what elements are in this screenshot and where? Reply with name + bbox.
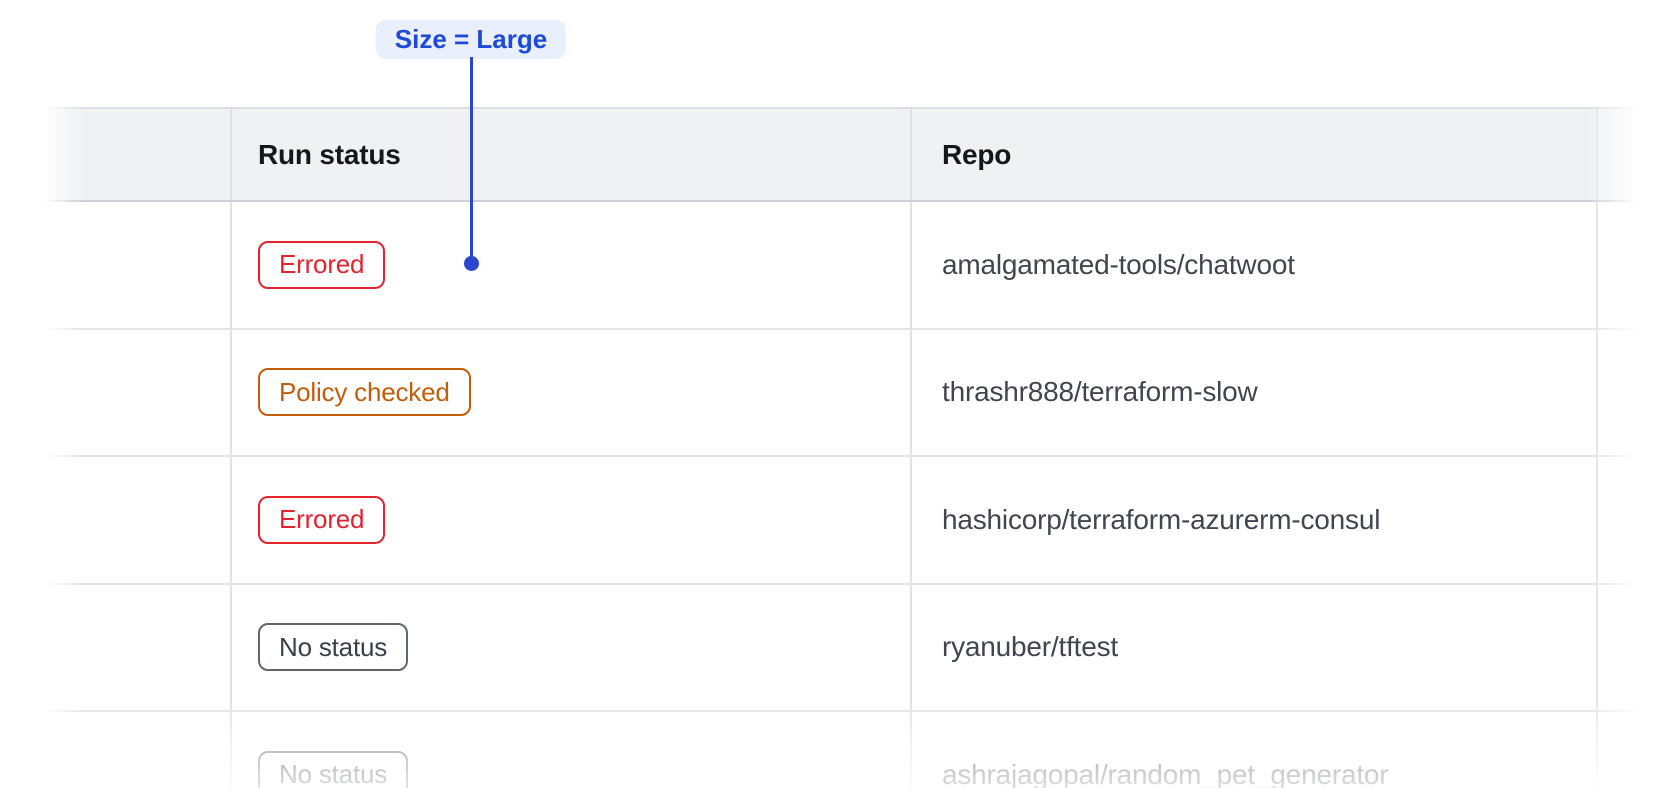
repo-cell: ashrajagopal/random_pet_generator bbox=[912, 712, 1598, 788]
run-status-badge: Errored bbox=[258, 240, 386, 289]
run-status-column-label: Run status bbox=[258, 138, 401, 170]
repo-cell: amalgamated-tools/chatwoot bbox=[912, 202, 1598, 328]
run-status-cell: No status bbox=[232, 712, 912, 788]
blank-cell bbox=[36, 329, 232, 455]
header-cell-run-status[interactable]: Run status bbox=[232, 109, 912, 200]
header-cell-cutoff bbox=[1598, 109, 1636, 200]
run-status-badge: No status bbox=[258, 750, 409, 788]
run-status-cell: No status bbox=[232, 584, 912, 710]
repo-cell: thrashr888/terraform-slow bbox=[912, 329, 1598, 455]
cutoff-cell bbox=[1598, 585, 1636, 711]
repo-cell: ryanuber/tftest bbox=[912, 584, 1598, 710]
table-row: Errored amalgamated-tools/chatwoot bbox=[36, 202, 1636, 330]
header-cell-blank bbox=[36, 109, 232, 200]
repo-name: thrashr888/terraform-slow bbox=[942, 376, 1258, 408]
table-row: No status ryanuber/tftest bbox=[36, 584, 1636, 712]
cutoff-cell bbox=[1598, 712, 1636, 788]
cutoff-cell bbox=[1598, 457, 1636, 583]
repo-column-label: Repo bbox=[942, 138, 1012, 170]
repo-name: ashrajagopal/random_pet_generator bbox=[942, 758, 1389, 788]
runs-table: Run status Repo Errored amalgamated-tool… bbox=[36, 107, 1636, 788]
table-row: Policy checked thrashr888/terraform-slow bbox=[36, 329, 1636, 457]
run-status-badge: No status bbox=[258, 623, 409, 672]
blank-cell bbox=[36, 457, 232, 583]
repo-name: hashicorp/terraform-azurerm-consul bbox=[942, 503, 1381, 535]
blank-cell bbox=[36, 202, 232, 328]
table-row: Errored hashicorp/terraform-azurerm-cons… bbox=[36, 457, 1636, 585]
run-status-cell: Policy checked bbox=[232, 329, 912, 455]
annotation-leader-line bbox=[470, 57, 473, 257]
table-header-row: Run status Repo bbox=[36, 107, 1636, 202]
size-annotation-pill: Size = Large bbox=[375, 20, 567, 59]
run-status-badge: Errored bbox=[258, 495, 386, 544]
repo-name: amalgamated-tools/chatwoot bbox=[942, 248, 1295, 280]
table-row-faded: No status ashrajagopal/random_pet_genera… bbox=[36, 712, 1636, 788]
run-status-badge: Policy checked bbox=[258, 368, 471, 417]
header-cell-repo[interactable]: Repo bbox=[912, 109, 1598, 200]
run-status-cell: Errored bbox=[232, 202, 912, 328]
cutoff-cell bbox=[1598, 202, 1636, 328]
run-status-cell: Errored bbox=[232, 457, 912, 583]
blank-cell bbox=[36, 584, 232, 710]
repo-name: ryanuber/tftest bbox=[942, 631, 1118, 663]
annotation-dot bbox=[464, 256, 479, 271]
repo-cell: hashicorp/terraform-azurerm-consul bbox=[912, 457, 1598, 583]
cutoff-cell bbox=[1598, 330, 1636, 456]
blank-cell bbox=[36, 712, 232, 788]
